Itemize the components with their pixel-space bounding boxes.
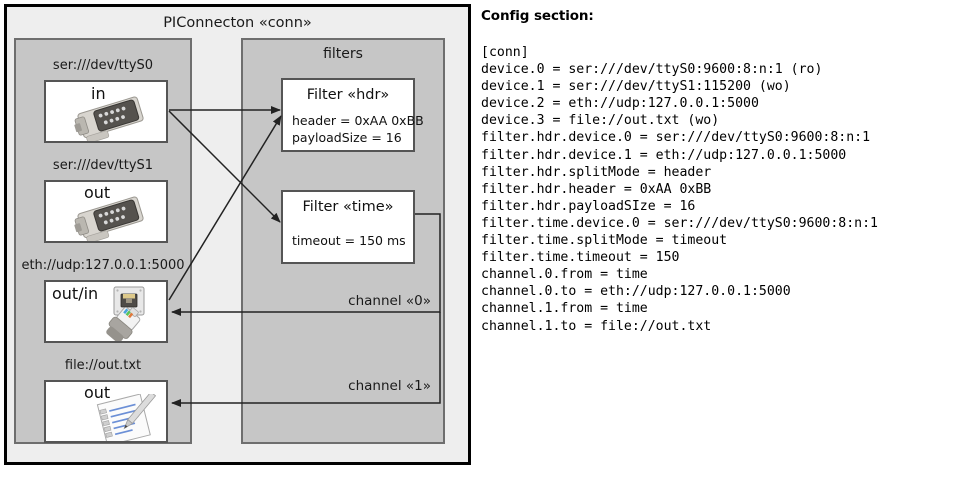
- device-box-file[interactable]: out: [44, 380, 168, 443]
- filter-attr-hdr-payloadsize: payloadSize = 16: [292, 130, 402, 145]
- device-direction-file: out: [84, 383, 111, 402]
- serial-port-icon: [74, 96, 144, 141]
- channel-label-0: channel «0»: [348, 293, 431, 309]
- config-line: filter.hdr.splitMode = header: [481, 164, 712, 180]
- config-line: device.3 = file://out.txt (wo): [481, 113, 720, 129]
- config-line: channel.1.to = file://out.txt: [481, 318, 712, 334]
- device-label-file: file://out.txt: [64, 358, 142, 373]
- serial-port-icon: [74, 196, 144, 241]
- filter-attr-hdr-header: header = 0xAA 0xBB: [292, 113, 424, 128]
- config-text-block: [conn] device.0 = ser:///dev/ttyS0:9600:8…: [481, 44, 878, 335]
- device-label-ttys1: ser:///dev/ttyS1: [52, 158, 154, 173]
- filters-panel-title: filters: [323, 46, 363, 62]
- filter-name-hdr: Filter «hdr»: [306, 87, 390, 103]
- filter-box-hdr[interactable]: Filter «hdr» header = 0xAA 0xBB payloadS…: [281, 78, 424, 152]
- config-line: filter.time.device.0 = ser:///dev/ttyS0:…: [481, 215, 878, 231]
- config-line: filter.time.splitMode = timeout: [481, 233, 728, 249]
- device-box-ttys0[interactable]: in: [44, 80, 168, 143]
- config-line: channel.1.from = time: [481, 301, 648, 317]
- config-heading: Config section:: [481, 8, 594, 24]
- device-label-ttys0: ser:///dev/ttyS0: [52, 58, 154, 73]
- ethernet-jack-icon: [106, 286, 145, 341]
- channel-label-1: channel «1»: [348, 378, 431, 394]
- config-line: channel.0.from = time: [481, 267, 648, 283]
- component-title: PIConnecton «conn»: [163, 15, 312, 31]
- device-direction-ttys1: out: [84, 183, 111, 202]
- config-line: channel.0.to = eth://udp:127.0.0.1:5000: [481, 284, 791, 300]
- config-line: [conn]: [481, 45, 529, 60]
- filter-name-time: Filter «time»: [302, 199, 394, 215]
- filter-attr-time-timeout: timeout = 150 ms: [292, 233, 406, 248]
- device-box-ttys1[interactable]: out: [44, 180, 168, 243]
- config-line: device.1 = ser:///dev/ttyS1:115200 (wo): [481, 79, 791, 95]
- config-line: device.2 = eth://udp:127.0.0.1:5000: [481, 96, 759, 112]
- config-line: filter.hdr.header = 0xAA 0xBB: [481, 181, 712, 197]
- config-line: device.0 = ser:///dev/ttyS0:9600:8:n:1 (…: [481, 62, 823, 78]
- config-line: filter.time.timeout = 150: [481, 250, 680, 266]
- device-direction-ttys0: in: [91, 84, 106, 103]
- text-file-icon: [96, 394, 157, 441]
- config-line: filter.hdr.payloadSIze = 16: [481, 198, 696, 214]
- device-direction-eth: out/in: [52, 284, 99, 303]
- filter-box-time[interactable]: Filter «time» timeout = 150 ms: [281, 190, 415, 264]
- config-line: filter.hdr.device.0 = ser:///dev/ttyS0:9…: [481, 130, 871, 146]
- device-label-eth: eth://udp:127.0.0.1:5000: [21, 258, 185, 273]
- device-box-eth[interactable]: out/in: [44, 280, 168, 343]
- config-line: filter.hdr.device.1 = eth://udp:127.0.0.…: [481, 147, 847, 163]
